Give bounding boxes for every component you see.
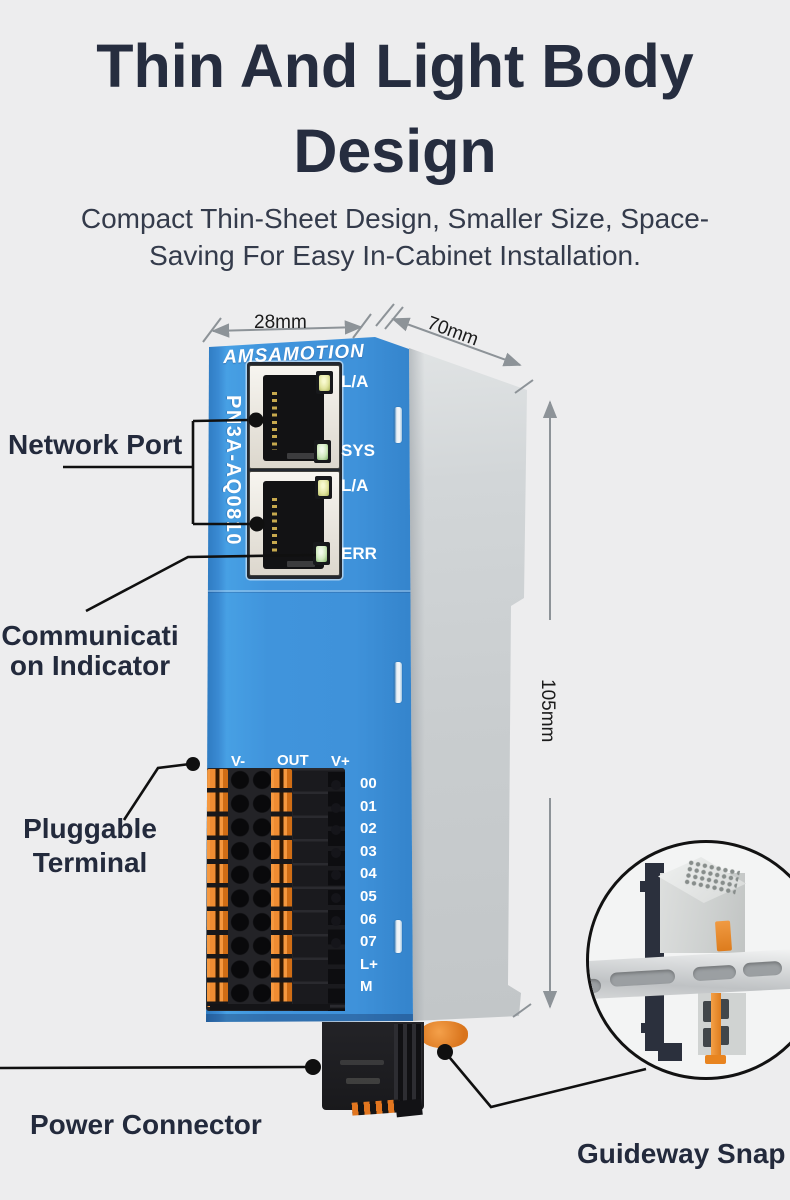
inset-module-edge xyxy=(645,863,664,1051)
channel-label: 00 xyxy=(360,775,377,792)
rail-slot xyxy=(742,960,783,978)
rj45-clip-tab xyxy=(287,453,315,459)
channel-label: L+ xyxy=(360,955,378,973)
callout-communication-indicator: Communication Indicator xyxy=(1,620,179,681)
din-rail xyxy=(589,947,790,999)
dimension-height-label: 105mm xyxy=(537,679,558,743)
rail-slot xyxy=(589,978,602,994)
terminal-clips-column xyxy=(207,769,228,1007)
link-activity-led xyxy=(315,476,332,499)
guideway-snap-clip xyxy=(420,1021,468,1048)
channel-label: 01 xyxy=(360,797,377,815)
terminal-header-vplus: V+ xyxy=(331,753,350,770)
led-label: ERR xyxy=(341,544,377,563)
callout-power-connector: Power Connector xyxy=(30,1109,262,1140)
model-number-label: PN3A-AQ0810 xyxy=(222,395,244,547)
terminal-header-vminus: V- xyxy=(231,753,246,770)
channel-label: 05 xyxy=(360,887,377,905)
rj45-pins xyxy=(272,392,277,450)
rj45-clip-tab xyxy=(287,561,315,567)
page-title: Thin And Light Body Design xyxy=(0,24,790,194)
case-vent-slot xyxy=(394,920,402,953)
title-line-2: Design xyxy=(293,117,497,185)
subtitle: Compact Thin-Sheet Design, Smaller Size,… xyxy=(80,203,710,271)
channel-label: 04 xyxy=(360,865,377,883)
module-front-face: AMSAMOTION PN3A-AQ0810 xyxy=(206,337,413,1022)
callout-line-guideway xyxy=(444,1051,647,1109)
dimension-depth-label: 70mm xyxy=(424,312,482,351)
module-side-panel xyxy=(409,348,527,1021)
rail-slot xyxy=(692,964,737,982)
channel-label: 07 xyxy=(360,933,377,951)
link-activity-led xyxy=(316,371,333,394)
din-rail-inset xyxy=(586,840,790,1080)
case-seam xyxy=(206,590,413,592)
err-led xyxy=(313,542,330,565)
rail-slot xyxy=(609,969,676,987)
led-label: SYS xyxy=(341,441,376,460)
connector-pins xyxy=(351,1099,401,1116)
terminal-header-out: OUT xyxy=(277,752,309,769)
channel-label: 02 xyxy=(360,820,377,838)
terminal-holes xyxy=(229,768,273,1006)
title-line-1: Thin And Light Body xyxy=(96,32,694,100)
power-connector xyxy=(322,1022,424,1118)
sys-led xyxy=(314,440,331,463)
led-label: L/A xyxy=(341,372,369,391)
dimension-width-label: 28mm xyxy=(254,312,307,333)
led-label: L/A xyxy=(341,476,369,495)
callout-line-power xyxy=(0,1065,307,1070)
callout-pluggable-terminal: Pluggable Terminal xyxy=(23,813,157,878)
rj45-cavity xyxy=(263,375,324,461)
inset-snap-clip xyxy=(711,993,721,1059)
case-vent-slot xyxy=(394,662,402,703)
terminal-clips-column xyxy=(271,769,292,1007)
case-vent-slot xyxy=(394,407,402,443)
pluggable-terminal-block xyxy=(206,768,345,1011)
inset-snap-latch xyxy=(714,920,733,952)
channel-label: 06 xyxy=(360,910,377,928)
channel-labels: 00 01 02 03 04 05 06 07 L+ M xyxy=(360,773,404,999)
ethernet-ports-group xyxy=(247,362,342,579)
channel-label: M xyxy=(360,978,373,996)
callout-guideway-snap: Guideway Snap xyxy=(577,1138,786,1169)
callout-network-port: Network Port xyxy=(8,429,183,460)
rj45-pins xyxy=(272,498,277,556)
channel-label: 03 xyxy=(360,842,377,860)
